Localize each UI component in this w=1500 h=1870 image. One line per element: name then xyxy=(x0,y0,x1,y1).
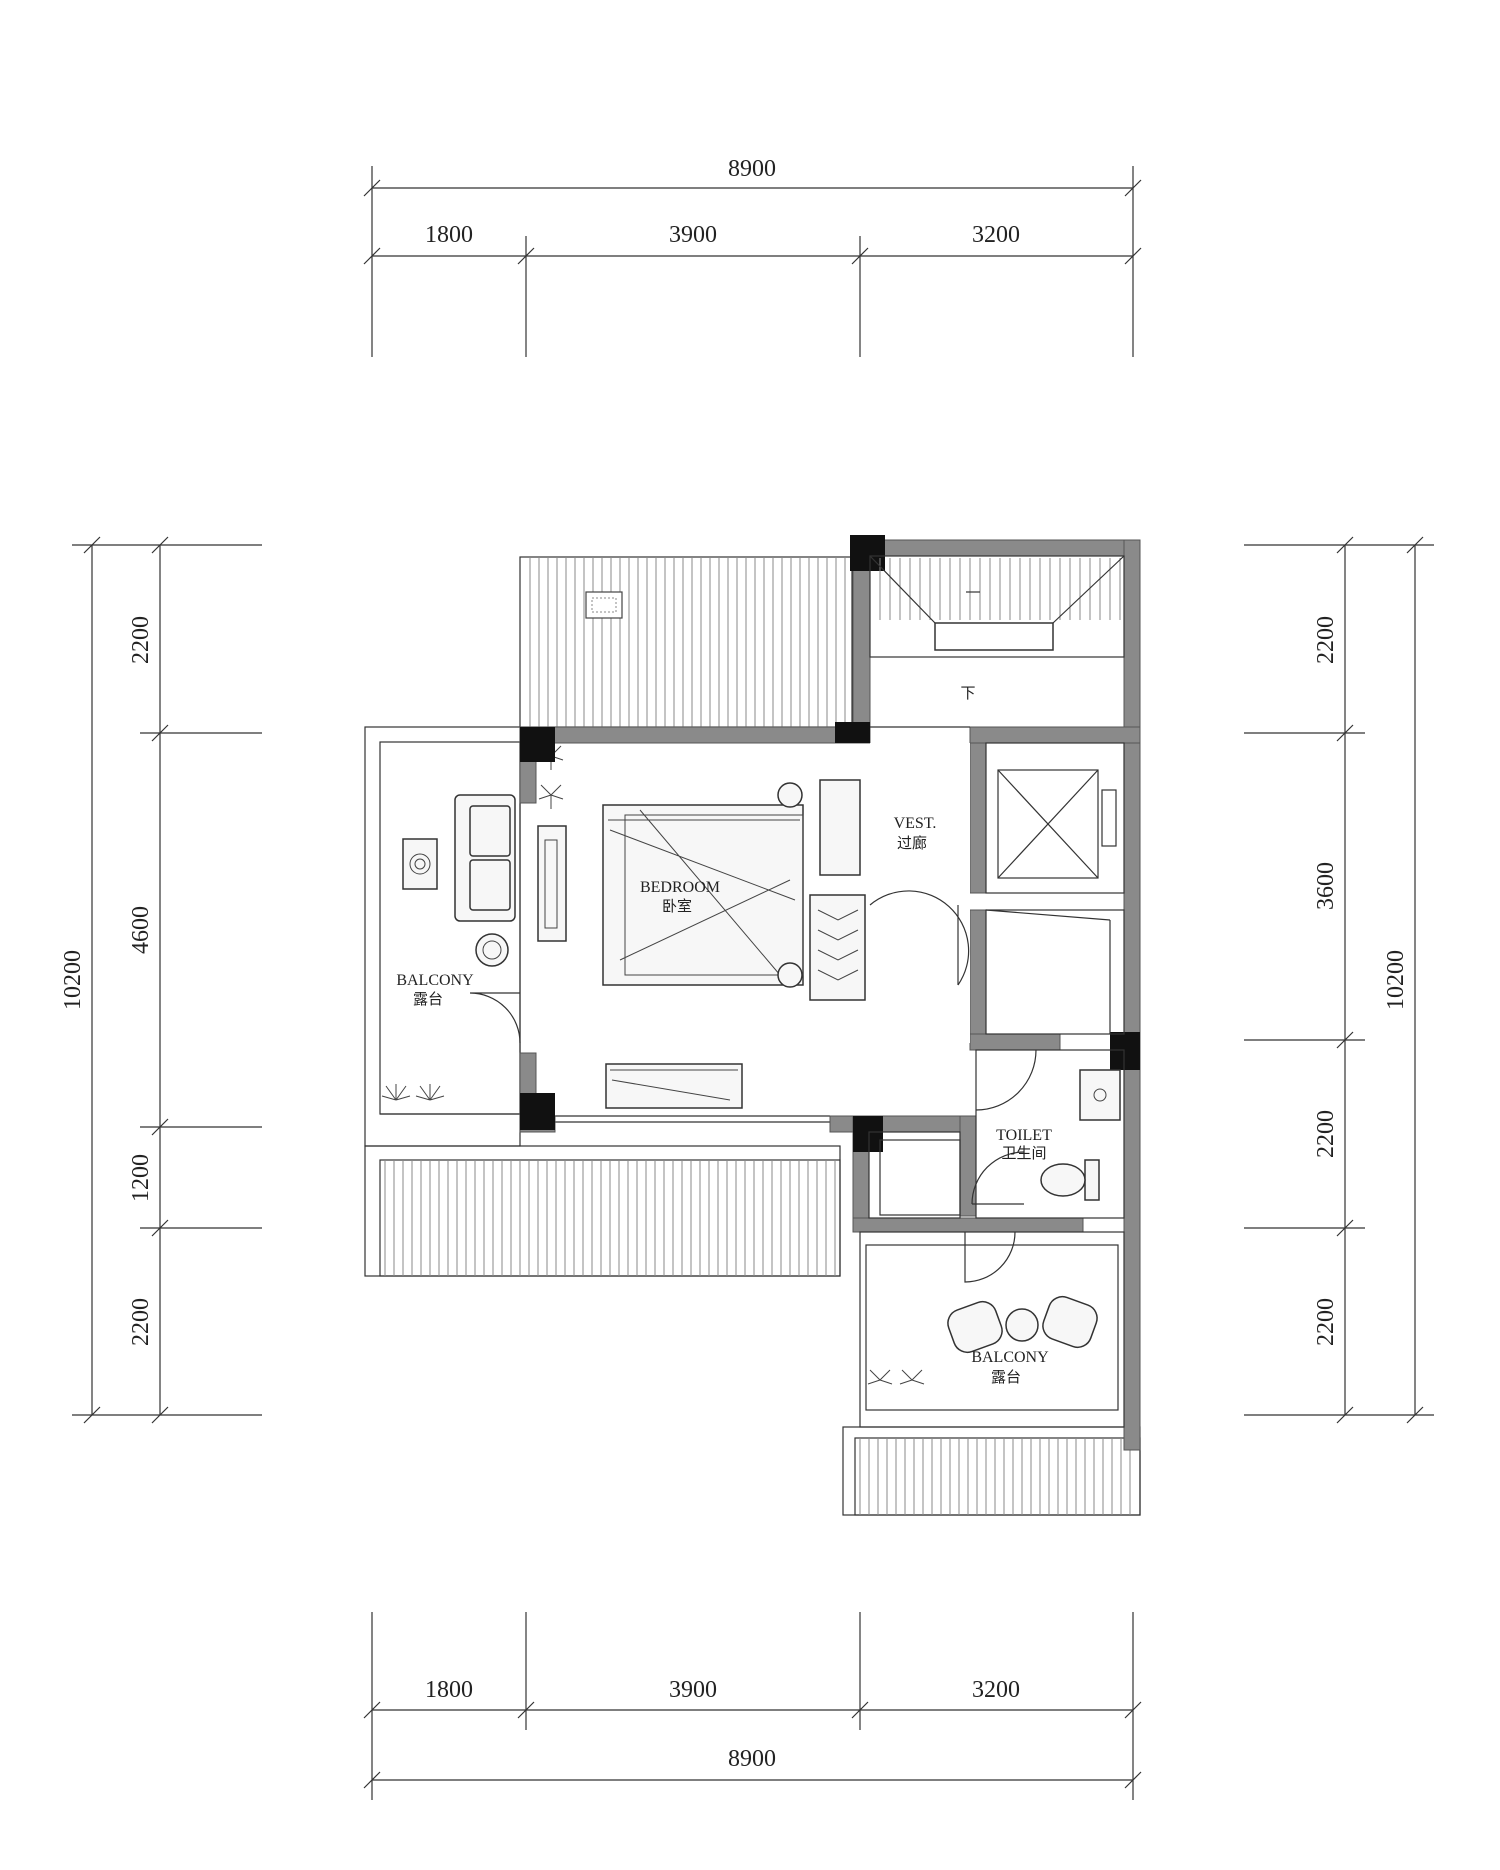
tv-cabinet-icon xyxy=(537,825,567,942)
toilet-icon xyxy=(1040,1159,1100,1201)
column xyxy=(520,727,555,762)
right-dimensions: 2200 3600 2200 2200 10200 xyxy=(1244,536,1434,1424)
toilet-label-cn: 卫生间 xyxy=(1001,1144,1046,1162)
vestibule-label-cn: 过廊 xyxy=(897,834,927,852)
bottom-roof-deck xyxy=(364,1145,841,1277)
top-roof-deck xyxy=(519,556,853,728)
bottom-dim-2: 3900 xyxy=(669,1677,717,1703)
stool-icon xyxy=(475,933,509,967)
balcony-right-label-cn: 露台 xyxy=(991,1368,1021,1386)
vestibule-label-en: VEST. xyxy=(894,815,937,832)
plant-icon xyxy=(867,1369,925,1385)
armchair-icon xyxy=(947,1295,1098,1354)
left-dim-3: 1200 xyxy=(128,1154,154,1202)
balcony-door-swing xyxy=(469,992,521,1044)
left-dim-2: 4600 xyxy=(128,906,154,954)
left-dim-1: 2200 xyxy=(128,616,154,664)
bottom-total-dim: 8900 xyxy=(728,1746,776,1772)
right-dim-4: 2200 xyxy=(1313,1298,1339,1346)
column xyxy=(835,722,870,743)
left-dimensions: 10200 2200 4600 1200 2200 xyxy=(60,536,262,1424)
column xyxy=(853,1116,883,1152)
bed-icon xyxy=(602,782,804,988)
stair: 下 xyxy=(869,555,1125,728)
left-dim-4: 2200 xyxy=(128,1298,154,1346)
toilet-room: TOILET 卫生间 xyxy=(868,1049,1125,1219)
column xyxy=(520,1093,555,1130)
top-dim-2: 3900 xyxy=(669,222,717,248)
desk-icon xyxy=(605,1063,743,1109)
right-dim-1: 2200 xyxy=(1313,616,1339,664)
toilet-label-en: TOILET xyxy=(996,1127,1052,1144)
closet-icon xyxy=(809,894,866,1001)
shaft xyxy=(985,742,1125,1035)
bottom-dim-3: 3200 xyxy=(972,1677,1020,1703)
right-dim-3: 2200 xyxy=(1313,1110,1339,1158)
top-dimensions: 8900 1800 3900 3200 xyxy=(363,156,1142,357)
top-total-dim: 8900 xyxy=(728,156,776,182)
right-total-dim: 10200 xyxy=(1383,950,1409,1010)
right-bottom-deck xyxy=(842,1426,1141,1516)
balcony-left: BALCONY 露台 xyxy=(364,726,521,1147)
right-dim-2: 3600 xyxy=(1313,862,1339,910)
balcony-right-label-en: BALCONY xyxy=(971,1349,1049,1366)
side-table-icon xyxy=(402,838,438,890)
sink-icon xyxy=(1079,1069,1121,1121)
balcony-left-label-en: BALCONY xyxy=(396,972,474,989)
vestibule: VEST. 过廊 xyxy=(819,743,970,1043)
balcony-right: BALCONY 露台 xyxy=(859,1231,1125,1428)
stair-down-label: 下 xyxy=(960,684,975,702)
balcony-left-label-cn: 露台 xyxy=(413,990,443,1008)
top-dim-3: 3200 xyxy=(972,222,1020,248)
balcony-door-swing xyxy=(964,1231,1016,1283)
bedroom-label-cn: 卧室 xyxy=(662,897,692,915)
left-total-dim: 10200 xyxy=(60,950,86,1010)
bedroom-label-en: BEDROOM xyxy=(640,879,720,896)
plant-icon xyxy=(381,1084,445,1101)
toilet-door-swing xyxy=(975,1049,1037,1111)
bottom-dimensions: 1800 3900 3200 8900 xyxy=(363,1612,1142,1800)
walls xyxy=(519,535,1141,1451)
column xyxy=(1110,1032,1140,1070)
bottom-dim-1: 1800 xyxy=(425,1677,473,1703)
top-dim-1: 1800 xyxy=(425,222,473,248)
